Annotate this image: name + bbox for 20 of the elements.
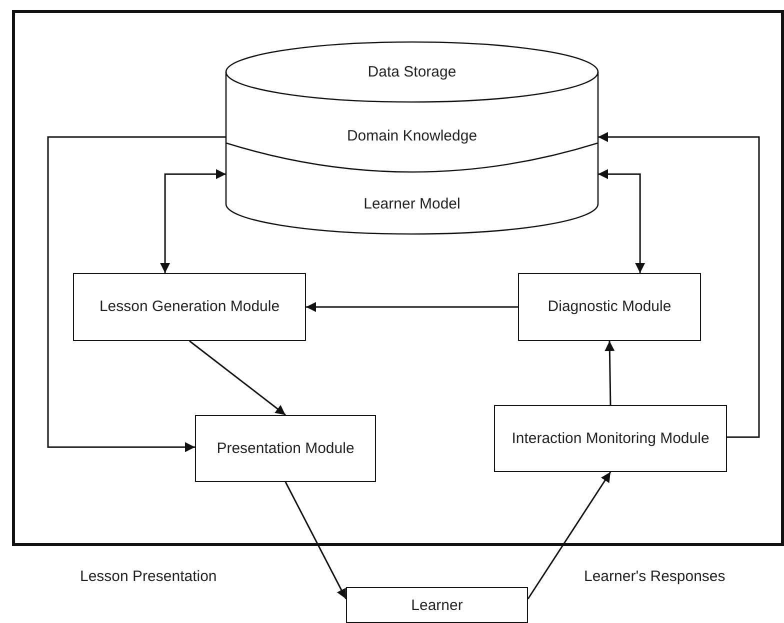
arrow xyxy=(604,340,615,406)
arrow xyxy=(284,482,347,600)
arrow xyxy=(598,132,760,438)
arrow xyxy=(189,340,286,416)
arrow xyxy=(47,136,226,452)
flow-label: Lesson Presentation xyxy=(80,568,217,585)
arrow xyxy=(306,302,518,312)
flow-label: Learner's Responses xyxy=(584,568,726,585)
process-box: Learner xyxy=(346,587,528,623)
system-frame xyxy=(12,10,784,546)
process-box: Presentation Module xyxy=(195,415,376,482)
arrow xyxy=(598,169,646,273)
process-box: Diagnostic Module xyxy=(518,273,701,341)
cylinder-label: Learner Model xyxy=(362,196,462,212)
cylinder-label: Data Storage xyxy=(366,64,458,80)
process-box: Interaction Monitoring Module xyxy=(494,405,727,472)
arrow xyxy=(160,169,226,273)
arrow xyxy=(527,472,612,600)
cylinder-label: Domain Knowledge xyxy=(346,128,478,144)
process-box: Lesson Generation Module xyxy=(73,273,306,341)
